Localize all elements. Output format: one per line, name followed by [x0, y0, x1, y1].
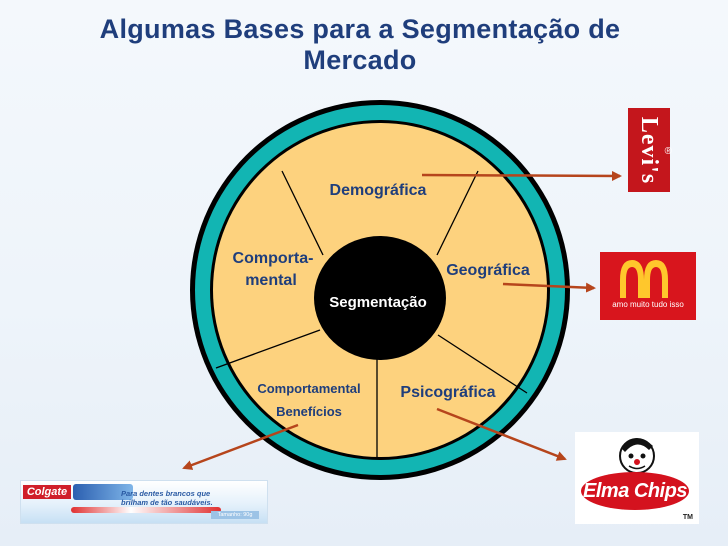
elma-chips-logo: Elma Chips TM: [575, 432, 699, 524]
colgate-tagline: Para dentes brancos que brilham de tão s…: [121, 489, 213, 507]
label-geografica: Geográfica: [446, 262, 530, 279]
colgate-package-image: [73, 484, 133, 500]
mcdonalds-slogan: amo muito tudo isso: [612, 300, 684, 309]
title-line-2: Mercado: [303, 45, 417, 75]
segment-dividers: [215, 170, 528, 457]
divider-nw: [281, 170, 324, 256]
toothbrush-image: [71, 507, 221, 513]
colgate-size-label: Tamanho: 90g: [211, 511, 259, 519]
arrows: [182, 170, 622, 470]
colgate-ad: Colgate Para dentes brancos que brilham …: [20, 480, 268, 524]
divider-ne: [436, 170, 479, 256]
golden-arches-icon: [620, 260, 668, 298]
registered-mark: ®: [664, 146, 672, 157]
elma-chips-text: Elma Chips: [583, 479, 687, 502]
colgate-brand-logo: Colgate: [23, 485, 71, 499]
elma-chips-trademark: TM: [682, 514, 693, 521]
arrow-to-mcdonalds: [502, 282, 596, 293]
arrow-to-levis: [421, 170, 622, 181]
arrow-to-elma-chips: [436, 407, 567, 461]
label-center-segmentacao: Segmentação: [329, 294, 427, 311]
center-circle: [314, 236, 446, 360]
slide-title: Algumas Bases para a Segmentação de Merc…: [20, 14, 700, 76]
arrow-to-colgate: [182, 423, 299, 470]
levis-logo-text: Levi's: [636, 116, 663, 184]
label-demografica: Demográfica: [330, 182, 427, 199]
mcdonalds-logo: amo muito tudo isso: [600, 252, 696, 320]
elma-chips-mascot-icon: [619, 438, 655, 474]
elma-chips-badge: Elma Chips: [581, 472, 689, 510]
divider-se: [437, 334, 528, 394]
label-comportamental: Comportamental: [257, 381, 360, 396]
levis-logo: Levi's ®: [628, 108, 672, 192]
label-psicografica: Psicográfica: [400, 384, 495, 401]
title-line-1: Algumas Bases para a Segmentação de: [99, 14, 621, 44]
label-comporta: Comporta-: [233, 250, 314, 267]
label-mental: mental: [245, 272, 297, 289]
label-beneficios: Benefícios: [276, 404, 342, 419]
divider-sw: [215, 329, 321, 369]
